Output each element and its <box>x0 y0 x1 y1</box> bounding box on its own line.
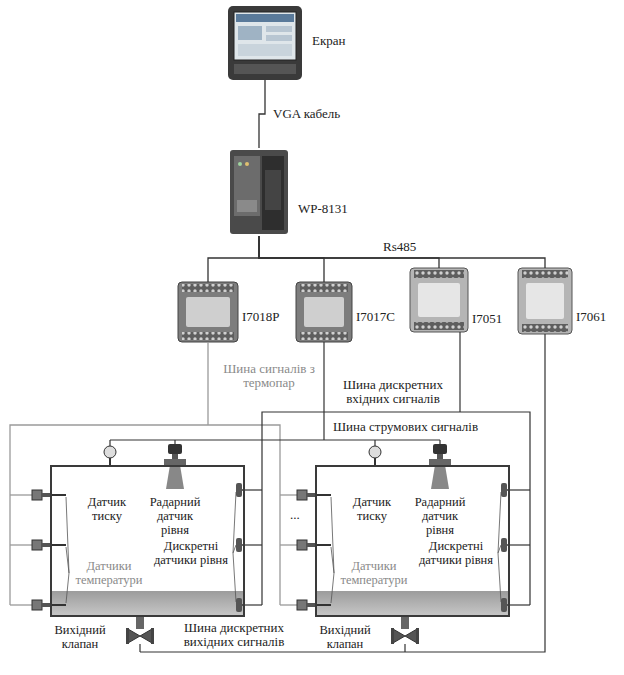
node-label: WP-8131 <box>298 202 348 216</box>
node-label: Дискретні датчики рівня <box>415 539 497 567</box>
tank: Датчик тиску Радарний датчик рівняДискрет… <box>315 465 510 617</box>
io-module: I7061 <box>518 268 572 334</box>
node-label: I7051 <box>472 312 502 326</box>
node-label: Вихідний клапан <box>50 623 110 651</box>
io-module <box>518 268 572 334</box>
io-module: I7018P <box>178 282 238 342</box>
bus-label: Шина сигналів з термопар <box>218 362 320 390</box>
io-module: I7051 <box>410 268 468 332</box>
leader-line <box>66 492 236 603</box>
node-label: I7061 <box>576 310 606 324</box>
tank: Датчик тиску Радарний датчик рівняДискрет… <box>50 465 245 617</box>
node-label: Екран <box>312 34 345 48</box>
io-module <box>296 282 352 342</box>
ellipsis: ... <box>289 508 301 522</box>
io-module <box>410 268 468 332</box>
node-label: I7017C <box>356 310 395 324</box>
node-label: Датчик тиску <box>345 495 399 523</box>
bus-connector <box>259 80 265 148</box>
bus-connector <box>208 236 259 282</box>
bus-connector <box>259 236 545 268</box>
node-label: Вихідний клапан <box>315 623 375 651</box>
bus-label: Шина струмових сигналів <box>332 420 479 434</box>
node-label: Дискретні датчики рівня <box>150 539 232 567</box>
bus-name: Rs485 <box>382 240 417 254</box>
io-module <box>178 282 238 342</box>
node-label: Датчик тиску <box>80 495 134 523</box>
screen-device: Екран <box>228 6 302 80</box>
edge-label: VGA кабель <box>271 107 342 121</box>
controller-device <box>230 150 288 234</box>
touch-screen <box>228 6 302 80</box>
controller-device: WP-8131 <box>228 148 290 236</box>
leader-line <box>331 492 501 603</box>
tank-equipment <box>32 444 245 644</box>
node-label: Радарний датчик рівня <box>407 495 473 537</box>
bus-label: Шина дискретних вхідних сигналів <box>332 378 454 406</box>
node-label: I7018P <box>242 310 280 324</box>
bus-connector <box>259 236 324 282</box>
bus-label: Шина дискретних вихідних сигналів <box>166 621 302 649</box>
node-label: Радарний датчик рівня <box>142 495 208 537</box>
node-label: Датчики температури <box>72 559 146 587</box>
tank-equipment <box>297 444 510 644</box>
io-module: I7017C <box>296 282 352 342</box>
node-label: Датчики температури <box>337 559 411 587</box>
bus-connector <box>259 236 439 268</box>
